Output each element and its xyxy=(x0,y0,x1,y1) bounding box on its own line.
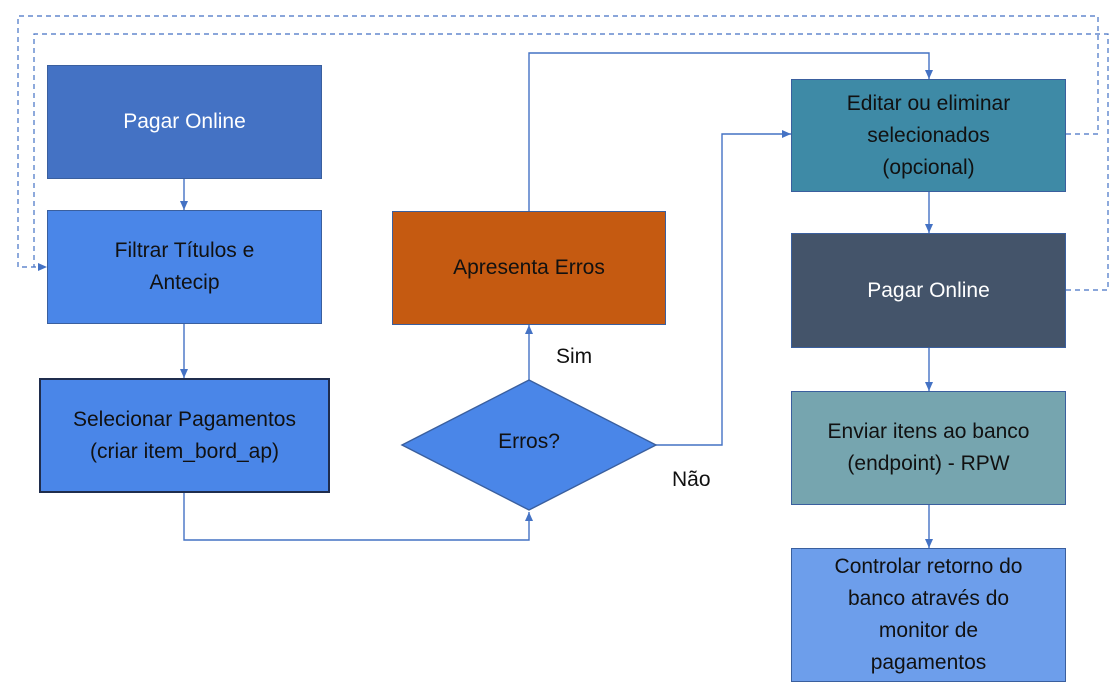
node-selecionar-pagamentos-label: Selecionar Pagamentos (criar item_bord_a… xyxy=(73,407,296,463)
edge-label-nao: Não xyxy=(672,468,711,491)
node-erros-decision-label: Erros? xyxy=(498,430,560,453)
node-editar-eliminar-label: Editar ou eliminar selecionados (opciona… xyxy=(846,91,1011,179)
node-apresenta-erros[interactable]: Apresenta Erros xyxy=(392,211,666,325)
node-filtrar-titulos[interactable]: Filtrar Títulos e Antecip xyxy=(47,210,322,324)
node-pagar-online-start[interactable]: Pagar Online xyxy=(47,65,322,179)
node-pagar-online-end[interactable]: Pagar Online xyxy=(791,233,1066,348)
edge-selecionar-to-erros xyxy=(183,493,533,541)
dashed-loop-pagar-to-filtrar xyxy=(33,33,1109,291)
node-controlar-retorno[interactable]: Controlar retorno do banco através do mo… xyxy=(791,548,1066,682)
erros-decision-diamond[interactable] xyxy=(400,379,658,511)
node-editar-eliminar[interactable]: Editar ou eliminar selecionados (opciona… xyxy=(791,79,1066,192)
node-enviar-itens-label: Enviar itens ao banco (endpoint) - RPW xyxy=(827,420,1030,475)
node-controlar-retorno-label: Controlar retorno do banco através do mo… xyxy=(834,555,1023,674)
edge-erros-to-editar xyxy=(656,130,791,446)
node-selecionar-pagamentos[interactable]: Selecionar Pagamentos (criar item_bord_a… xyxy=(39,378,330,493)
dashed-loop-editar-to-filtrar xyxy=(17,15,1099,271)
node-apresenta-erros-label: Apresenta Erros xyxy=(453,256,605,279)
node-pagar-online-start-label: Pagar Online xyxy=(123,110,246,133)
node-enviar-itens[interactable]: Enviar itens ao banco (endpoint) - RPW xyxy=(791,391,1066,505)
edge-label-sim: Sim xyxy=(556,345,593,368)
node-pagar-online-end-label: Pagar Online xyxy=(867,278,990,302)
edge-apresenta-to-editar xyxy=(528,52,933,211)
node-filtrar-titulos-label: Filtrar Títulos e Antecip xyxy=(114,239,255,294)
